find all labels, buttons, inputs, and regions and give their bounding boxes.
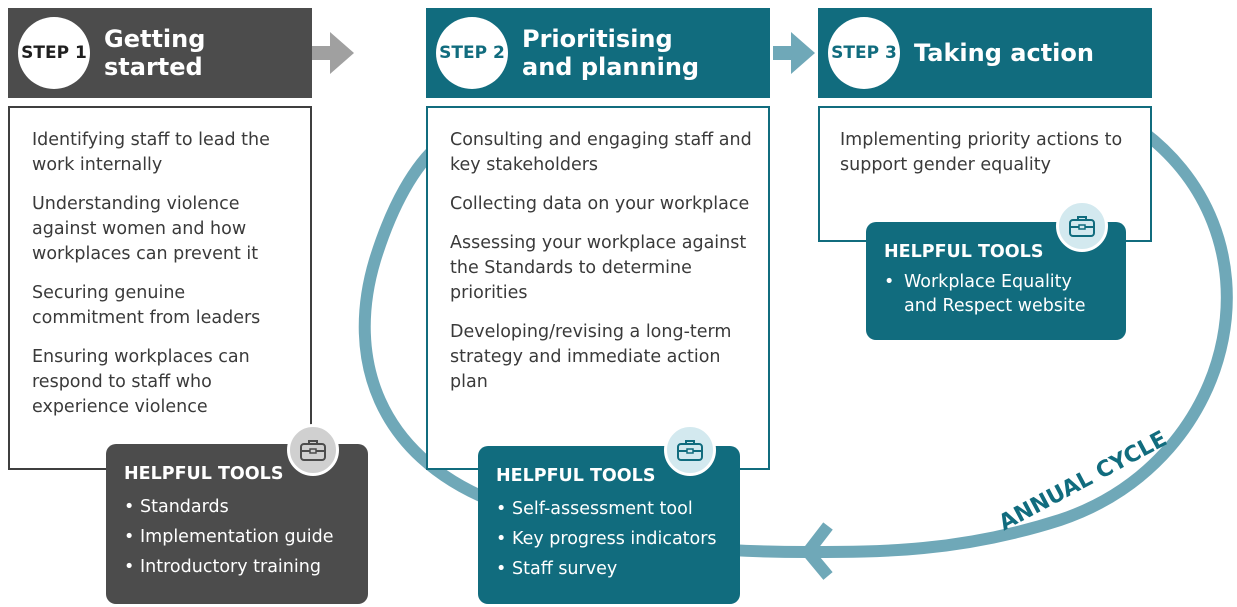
step-3-header: STEP 3 Taking action <box>818 8 1152 98</box>
tool-item: •Self-assessment tool <box>496 499 693 519</box>
step-2-item: Consulting and engaging staff and key st… <box>450 130 752 175</box>
tool-item: •Introductory training <box>124 557 321 577</box>
helpful-tools-title: HELPFUL TOOLS <box>124 464 284 484</box>
step-2-title: Prioritising and planning <box>522 25 700 81</box>
step-1-item: Identifying staff to lead the work inter… <box>32 130 270 175</box>
step-3-badge: STEP 3 <box>828 17 900 89</box>
step-1-body: Identifying staff to lead the work inter… <box>8 106 312 470</box>
cycle-arrowhead-icon <box>800 522 833 580</box>
tool-item: •Workplace Equality and Respect website <box>884 272 1086 316</box>
briefcase-icon <box>287 424 339 476</box>
step-3-item: Implementing priority actions to support… <box>840 130 1123 175</box>
step-1-title: Getting started <box>104 25 206 81</box>
tool-item: •Staff survey <box>496 559 618 579</box>
helpful-tools-title: HELPFUL TOOLS <box>496 466 656 486</box>
step-1-item: Understanding violence against women and… <box>32 194 259 264</box>
step-2-body: Consulting and engaging staff and key st… <box>426 106 770 470</box>
step-3-title: Taking action <box>914 39 1094 67</box>
step-1-item: Securing genuine commitment from leaders <box>32 283 261 328</box>
step-2-helpful-tools: HELPFUL TOOLS •Self-assessment tool •Key… <box>478 446 740 604</box>
briefcase-icon <box>664 424 716 476</box>
step-2-item: Assessing your workplace against the Sta… <box>450 233 747 303</box>
helpful-tools-title: HELPFUL TOOLS <box>884 242 1044 262</box>
briefcase-icon <box>1056 200 1108 252</box>
step-1-badge: STEP 1 <box>18 17 90 89</box>
arrow-right-icon <box>773 32 815 74</box>
step-2-header: STEP 2 Prioritising and planning <box>426 8 770 98</box>
step-1-item: Ensuring workplaces can respond to staff… <box>32 347 250 417</box>
tool-item: •Standards <box>124 497 229 517</box>
arrow-right-icon <box>312 32 354 74</box>
step-1-header: STEP 1 Getting started <box>8 8 312 98</box>
step-2-item: Developing/revising a long-term strategy… <box>450 322 732 392</box>
step-2-item: Collecting data on your workplace <box>450 194 750 214</box>
step-2-badge: STEP 2 <box>436 17 508 89</box>
tool-item: •Implementation guide <box>124 527 334 547</box>
tool-item: •Key progress indicators <box>496 529 717 549</box>
